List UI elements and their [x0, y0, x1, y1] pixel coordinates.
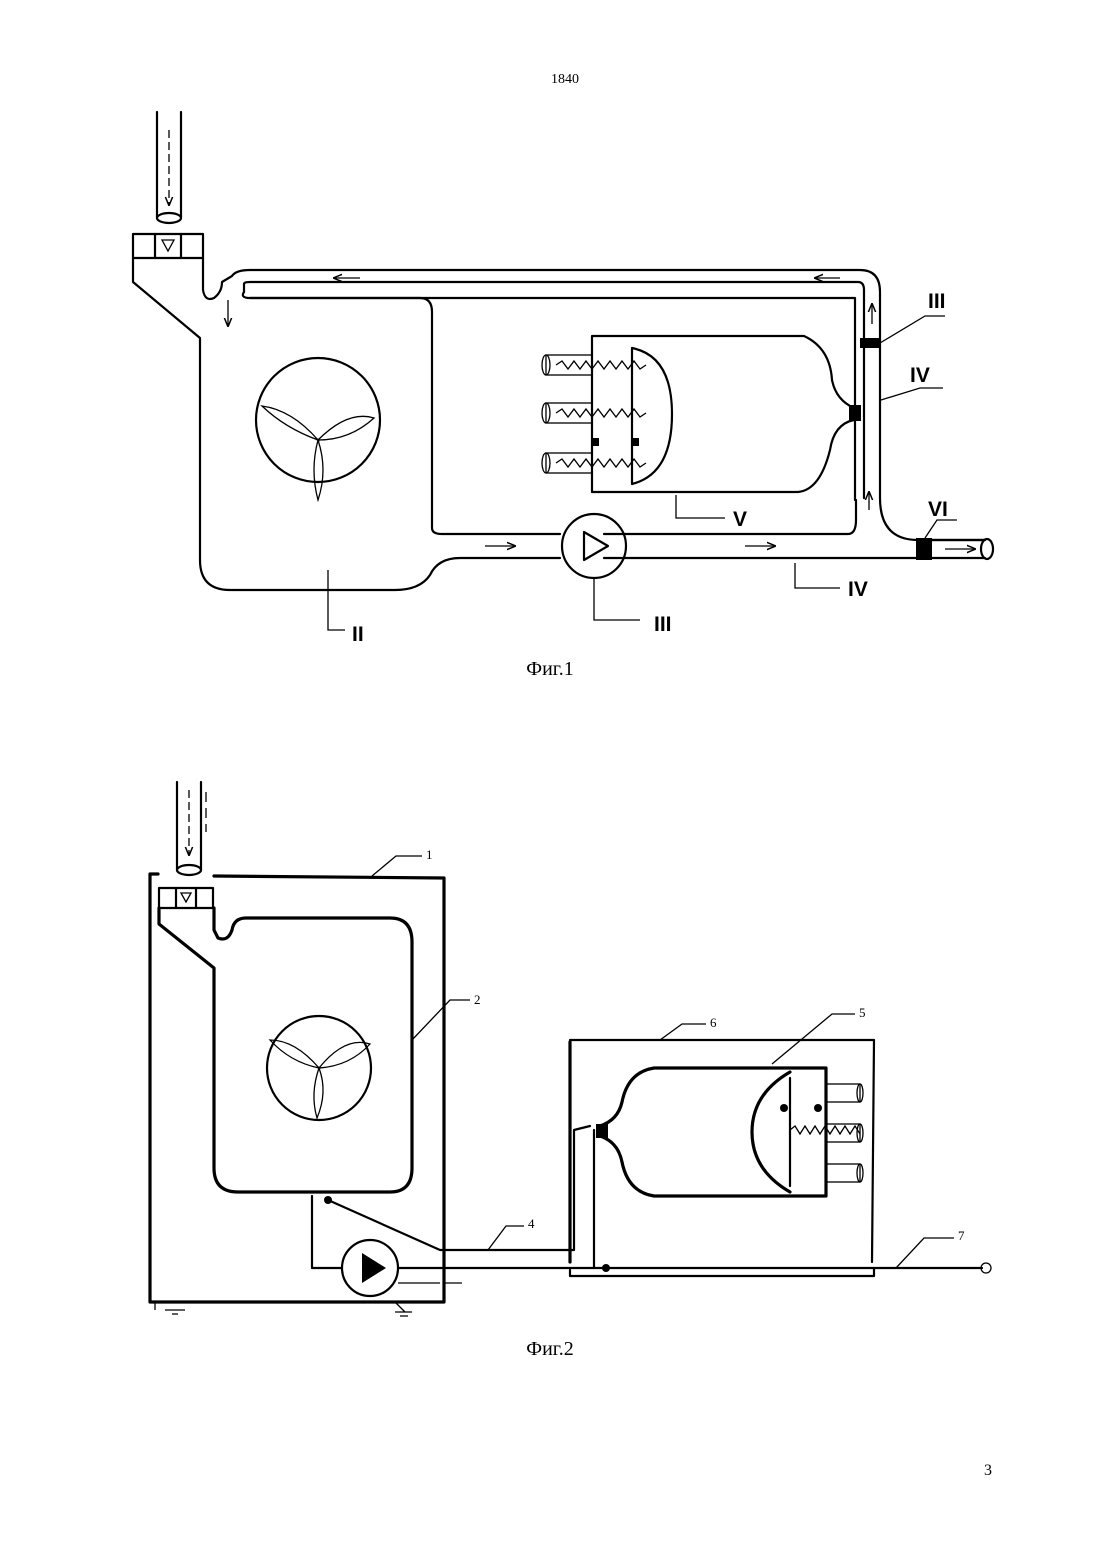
figure-2-caption: Фиг.2 — [0, 1338, 1100, 1361]
fig2-tank — [159, 908, 412, 1192]
fig2-label-heater-box: 6 — [710, 1015, 717, 1030]
fig1-label-pipe-bottom: IV — [848, 578, 868, 601]
figure-1-caption: Фиг.1 — [0, 658, 1100, 681]
fig1-drain-valve — [916, 538, 932, 560]
fig1-valve-top — [860, 338, 880, 348]
fig2-inlet-pipe — [177, 782, 206, 875]
fig2-inlet-valve — [159, 888, 213, 908]
figure-1: II III IV V III IV VI — [133, 112, 993, 646]
fig1-heater — [542, 336, 854, 492]
fig1-pump — [562, 514, 626, 578]
fig2-heater — [596, 1068, 863, 1196]
fig1-label-valve-top: III — [928, 290, 946, 313]
fig1-label-pipe-right: IV — [910, 364, 930, 387]
fig2-label-drain: 7 — [958, 1228, 965, 1243]
fig2-label-heater: 5 — [859, 1005, 866, 1020]
fig1-inlet-pipe — [157, 112, 181, 223]
fig1-inlet-valve — [133, 234, 203, 258]
page-number: 3 — [984, 1462, 992, 1480]
fig2-heater-box — [570, 1040, 874, 1276]
fig2-label-body: 1 — [426, 847, 433, 862]
fig2-label-tank: 2 — [474, 992, 481, 1007]
fig1-label-drain-valve: VI — [928, 498, 948, 521]
fig2-label-hose: 4 — [528, 1216, 535, 1231]
fig1-drum — [256, 358, 380, 500]
figure-2: 1 2 4 6 5 7 — [150, 782, 991, 1316]
fig2-drum — [267, 1016, 371, 1120]
fig1-tank — [133, 258, 560, 590]
fig1-label-heater: V — [733, 508, 747, 531]
fig1-label-tank: II — [352, 623, 364, 646]
fig2-machine-body — [150, 874, 444, 1302]
fig1-label-pump: III — [654, 613, 672, 636]
fig2-pump — [342, 1240, 398, 1296]
